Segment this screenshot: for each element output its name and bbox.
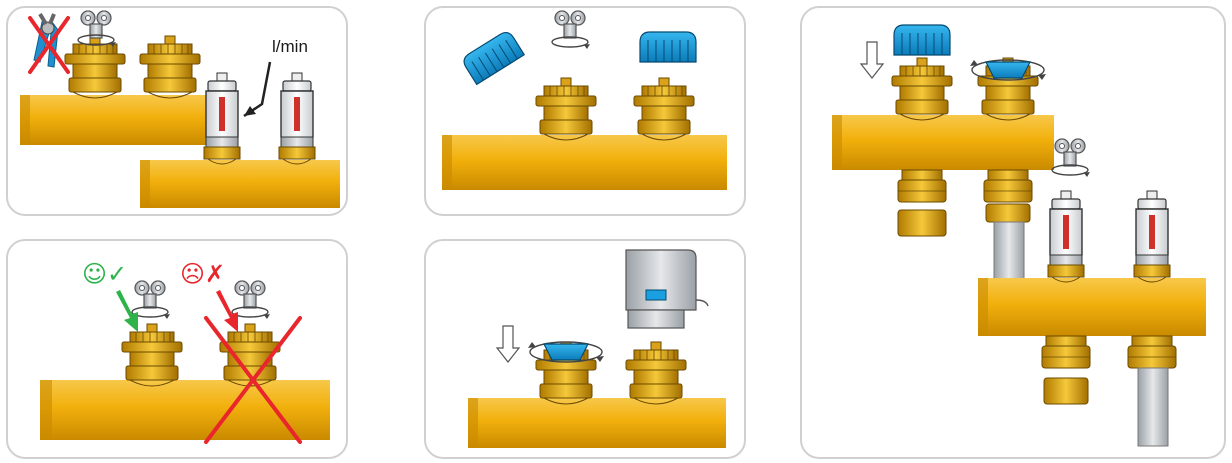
blue-cap-icon <box>894 25 950 55</box>
coupling-nut <box>1042 336 1090 368</box>
valve-fitting <box>536 78 596 140</box>
manifold-pipe-upper <box>832 115 1054 170</box>
bad-indicator: ☹✗ <box>180 260 225 288</box>
flow-meter-icon <box>204 73 240 164</box>
coupling-nut <box>1128 336 1176 368</box>
manifold-pipe-rear <box>20 95 220 145</box>
valve-fitting <box>892 58 952 120</box>
supply-pipe <box>994 222 1024 280</box>
manifold-pipe <box>468 398 726 448</box>
manifold-pipe-front <box>140 160 340 208</box>
flow-meter-icon <box>279 73 315 164</box>
return-pipe <box>1138 368 1168 446</box>
coupling-nut <box>898 170 946 202</box>
coupling-nut <box>898 210 946 236</box>
blue-cap-icon <box>640 32 696 62</box>
flow-meter-icon <box>1134 191 1170 282</box>
valve-fitting <box>140 36 200 98</box>
valve-fitting <box>626 342 686 404</box>
manifold-pipe <box>40 380 330 440</box>
valve-fitting <box>634 78 694 140</box>
manifold-pipe-lower <box>978 278 1206 336</box>
flow-meter-icon <box>1048 191 1084 282</box>
valve-fitting <box>122 324 182 386</box>
coupling-nut <box>984 170 1032 202</box>
flow-unit-label: l/min <box>272 37 308 56</box>
manifold-pipe <box>442 135 727 190</box>
good-indicator: ☺✓ <box>82 260 127 288</box>
